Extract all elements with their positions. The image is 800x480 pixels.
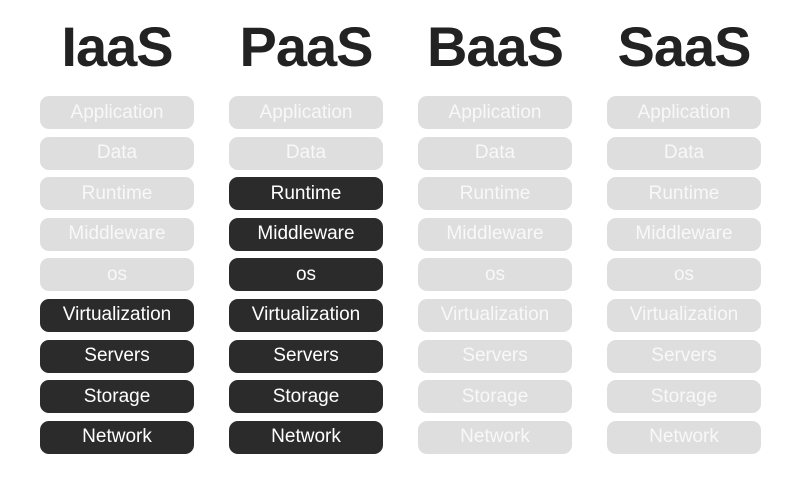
layer-network: Network	[607, 420, 761, 454]
column-iaas: IaaS Application Data Runtime Middleware…	[40, 0, 194, 454]
layer-stack: Application Data Runtime Middleware os V…	[607, 96, 761, 461]
column-saas: SaaS Application Data Runtime Middleware…	[607, 0, 761, 454]
layer-middleware: Middleware	[607, 217, 761, 251]
layer-application: Application	[607, 96, 761, 129]
layer-runtime: Runtime	[40, 177, 194, 211]
layer-stack: Application Data Runtime Middleware os V…	[40, 96, 194, 461]
layer-os: os	[40, 258, 194, 292]
column-paas: PaaS Application Data Runtime Middleware…	[229, 0, 383, 454]
column-baas: BaaS Application Data Runtime Middleware…	[418, 0, 572, 454]
layer-runtime: Runtime	[229, 177, 383, 211]
layer-application: Application	[418, 96, 572, 129]
layer-network: Network	[40, 420, 194, 454]
layer-stack: Application Data Runtime Middleware os V…	[418, 96, 572, 461]
layer-stack: Application Data Runtime Middleware os V…	[229, 96, 383, 461]
layer-middleware: Middleware	[40, 217, 194, 251]
layer-middleware: Middleware	[229, 217, 383, 251]
layer-servers: Servers	[40, 339, 194, 373]
layer-virtualization: Virtualization	[418, 298, 572, 332]
column-title: BaaS	[426, 15, 564, 78]
layer-network: Network	[229, 420, 383, 454]
layer-runtime: Runtime	[418, 177, 572, 211]
column-title: SaaS	[617, 15, 752, 78]
layer-network: Network	[418, 420, 572, 454]
layer-os: os	[607, 258, 761, 292]
layer-servers: Servers	[229, 339, 383, 373]
layer-data: Data	[418, 136, 572, 170]
layer-virtualization: Virtualization	[40, 298, 194, 332]
layer-virtualization: Virtualization	[229, 298, 383, 332]
layer-servers: Servers	[607, 339, 761, 373]
layer-virtualization: Virtualization	[607, 298, 761, 332]
layer-storage: Storage	[607, 380, 761, 414]
layer-storage: Storage	[40, 380, 194, 414]
layer-servers: Servers	[418, 339, 572, 373]
layer-data: Data	[40, 136, 194, 170]
layer-middleware: Middleware	[418, 217, 572, 251]
layer-application: Application	[229, 96, 383, 129]
column-title: PaaS	[239, 15, 374, 78]
layer-application: Application	[40, 96, 194, 129]
layer-storage: Storage	[418, 380, 572, 414]
layer-data: Data	[229, 136, 383, 170]
layer-os: os	[418, 258, 572, 292]
layer-runtime: Runtime	[607, 177, 761, 211]
column-title: IaaS	[61, 15, 173, 78]
layer-storage: Storage	[229, 380, 383, 414]
layer-data: Data	[607, 136, 761, 170]
layer-os: os	[229, 258, 383, 292]
